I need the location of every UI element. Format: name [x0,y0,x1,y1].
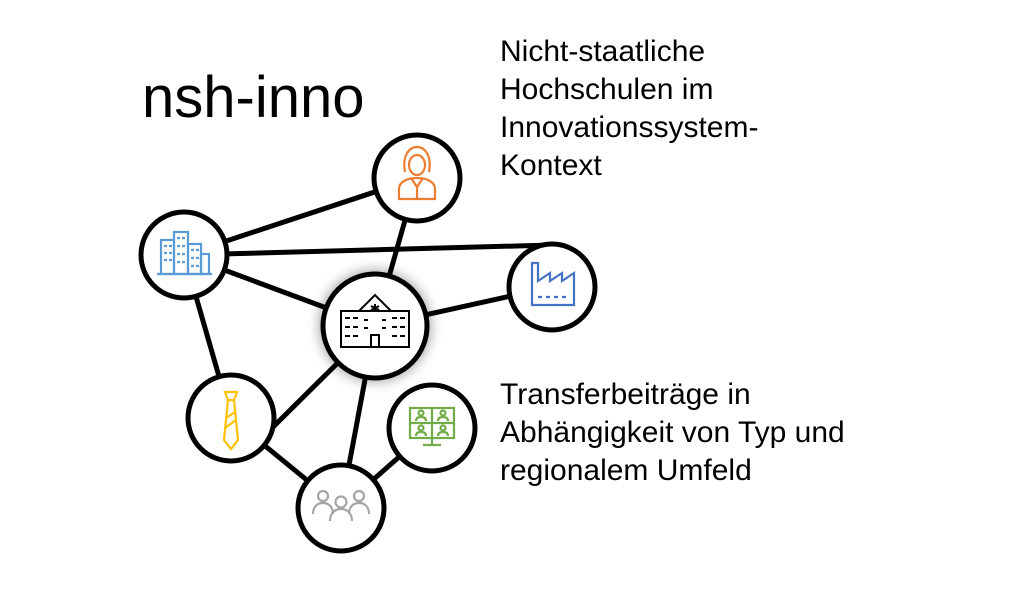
factory-icon [530,261,576,307]
node-university [319,270,431,382]
node-group [295,462,387,554]
description-line: Transferbeiträge in [500,378,751,411]
group-people-icon [311,489,371,522]
city-buildings-icon [157,230,212,276]
university-building-icon [340,293,410,348]
description-line: Kontext [500,149,602,182]
description-line: Innovationssystem- [500,111,759,144]
description-line: regionalem Umfeld [500,454,752,487]
description-line: Nicht-staatliche [500,35,706,68]
node-person [371,132,463,224]
description-line: Abhängigkeit von Typ und [500,416,845,449]
video-conference-icon [408,406,456,447]
necktie-icon [222,390,240,451]
node-video [386,382,478,474]
description-bottom: Transferbeiträge in Abhängigkeit von Typ… [500,376,845,490]
edge-city-factory [183,242,553,258]
description-top: Nicht-staatliche Hochschulen im Innovati… [500,33,758,185]
node-factory [506,241,598,333]
description-line: Hochschulen im [500,73,714,106]
node-city [138,209,230,301]
businesswoman-icon [397,145,437,201]
logo-title: nsh-inno [142,65,365,130]
node-tie [185,372,277,464]
